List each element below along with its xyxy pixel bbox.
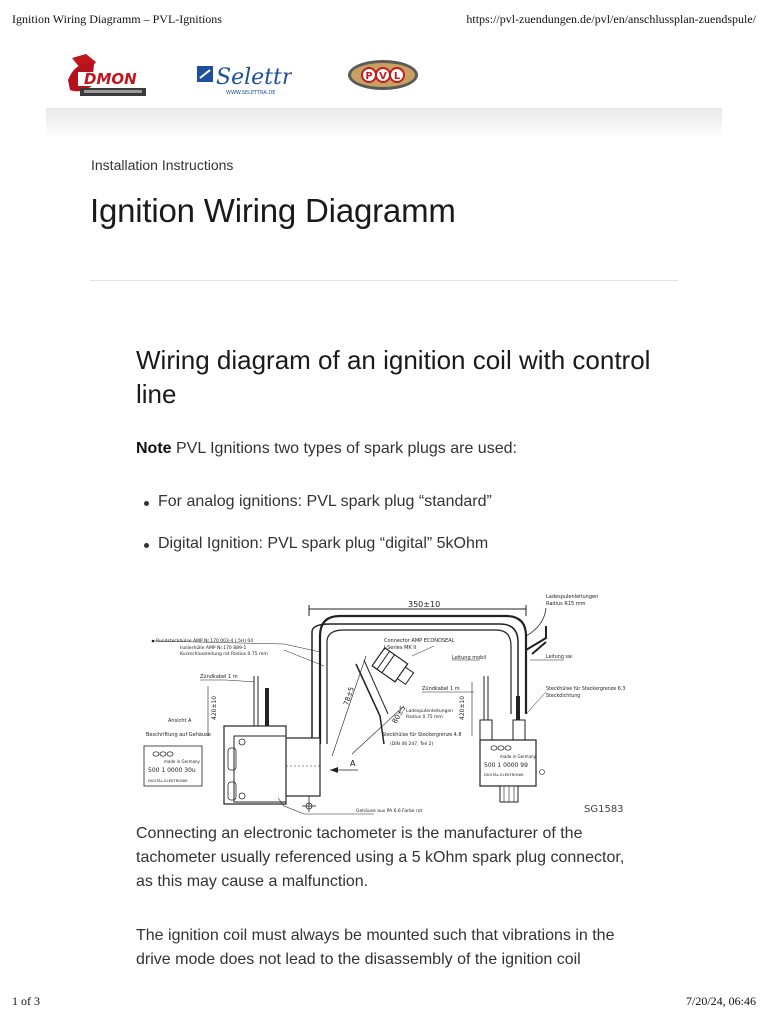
wiring-diagram-svg: 350±10 Ladespulenleitungen Radius R15 mm…	[143, 594, 625, 815]
dim-length: 350±10	[408, 600, 440, 609]
svg-text:DIGITAL-ELEKTRONIK: DIGITAL-ELEKTRONIK	[148, 778, 188, 783]
svg-text:Steckhülse für Steckergrenze 4: Steckhülse für Steckergrenze 4.8	[382, 732, 461, 738]
divider	[90, 280, 678, 281]
print-header: Ignition Wiring Diagramm – PVL-Ignitions…	[12, 12, 756, 28]
selettra-logo[interactable]: Selettra WWW.SELETTRA.DE	[196, 50, 292, 100]
svg-text:Leitung mobil: Leitung mobil	[452, 655, 486, 661]
paragraph-mounting: The ignition coil must always be mounted…	[136, 927, 615, 968]
content-heading: Wiring diagram of an ignition coil with …	[136, 345, 651, 409]
svg-text:Rundsteckhülse AMP Nr.170 003-: Rundsteckhülse AMP Nr.170 003-4 (.5H) 04	[156, 638, 253, 644]
selettra-logo-text: Selettra	[216, 65, 292, 90]
selettra-logo-url: WWW.SELETTRA.DE	[226, 90, 275, 96]
svg-text:Kurzschlussleitung rot Radius: Kurzschlussleitung rot Radius 0.75 mm	[180, 651, 268, 657]
list-item: Digital Ignition: PVL spark plug “digita…	[144, 535, 492, 555]
note-label: Note	[136, 440, 172, 457]
svg-text:DIGITAL-ELEKTRONIK: DIGITAL-ELEKTRONIK	[484, 772, 524, 777]
svg-text:Leitung sw.: Leitung sw.	[546, 654, 573, 660]
logo-bar: DMON Selettra WWW.SELETTRA.DE P V L	[60, 50, 460, 100]
domon-logo-text: DMON	[84, 70, 137, 88]
svg-text:Radius 0.75 mm: Radius 0.75 mm	[406, 714, 443, 720]
print-header-title: Ignition Wiring Diagramm – PVL-Ignitions	[12, 12, 222, 26]
svg-text:J-Series MK II: J-Series MK II	[383, 645, 416, 651]
svg-text:Ladespulenleitungen: Ladespulenleitungen	[546, 594, 598, 600]
svg-text:420±10: 420±10	[459, 696, 466, 720]
print-header-url: https://pvl-zuendungen.de/pvl/en/anschlu…	[466, 12, 756, 26]
svg-text:Connector AMP ECONOSEAL: Connector AMP ECONOSEAL	[384, 638, 455, 644]
svg-text:Steckhülse für Steckergrenze 6: Steckhülse für Steckergrenze 6.3	[546, 686, 625, 692]
note-line: Note PVL Ignitions two types of spark pl…	[136, 440, 517, 458]
hero-band	[46, 108, 722, 138]
svg-text:Zündkabel 1 m: Zündkabel 1 m	[200, 674, 238, 680]
svg-text:Steckdichtung: Steckdichtung	[546, 693, 580, 699]
section-label: Installation Instructions	[91, 157, 234, 173]
figure-id: SG1583	[584, 804, 624, 815]
domon-logo[interactable]: DMON	[66, 50, 148, 100]
svg-text:80±5: 80±5	[391, 704, 408, 725]
paragraph-tachometer: Connecting an electronic tachometer is t…	[136, 825, 625, 890]
svg-text:Radius R15 mm: Radius R15 mm	[546, 601, 586, 607]
svg-text:A: A	[350, 759, 356, 768]
print-datetime: 7/20/24, 06:46	[685, 994, 756, 1008]
svg-text:500 1 0000 30u: 500 1 0000 30u	[148, 767, 196, 774]
note-text: PVL Ignitions two types of spark plugs a…	[171, 440, 517, 457]
svg-text:Isolierhülle AMP Nr.170 889-1: Isolierhülle AMP Nr.170 889-1	[180, 645, 246, 651]
svg-text:Gehäuse aus PA 6.6 Farbe rot: Gehäuse aus PA 6.6 Farbe rot	[356, 808, 423, 814]
svg-text:78±5: 78±5	[342, 686, 356, 707]
svg-text:made in Germany: made in Germany	[164, 759, 201, 764]
print-footer: 1 of 3 7/20/24, 06:46	[12, 994, 756, 1010]
svg-text:P: P	[365, 71, 372, 82]
svg-text:Beschriftung auf Gehäuse: Beschriftung auf Gehäuse	[146, 732, 211, 738]
list-item: For analog ignitions: PVL spark plug “st…	[144, 493, 492, 513]
svg-text:(DIN 46 247, Teil 2): (DIN 46 247, Teil 2)	[390, 741, 433, 747]
svg-text:Ansicht A: Ansicht A	[168, 718, 192, 724]
wiring-diagram: 350±10 Ladespulenleitungen Radius R15 mm…	[134, 586, 630, 818]
page-number: 1 of 3	[12, 994, 40, 1008]
page-title: Ignition Wiring Diagramm	[90, 192, 456, 229]
pvl-logo[interactable]: P V L	[346, 50, 420, 100]
svg-text:Zündkabel 1 m: Zündkabel 1 m	[422, 686, 460, 692]
svg-text:Ladespulenleitungen: Ladespulenleitungen	[406, 708, 453, 714]
svg-text:made in Germany: made in Germany	[500, 754, 537, 759]
svg-text:420±10: 420±10	[211, 696, 218, 720]
svg-text:500 1 0000 99: 500 1 0000 99	[484, 762, 528, 769]
svg-text:L: L	[394, 71, 401, 82]
spark-plug-list: For analog ignitions: PVL spark plug “st…	[144, 493, 492, 577]
svg-text:V: V	[379, 71, 387, 82]
